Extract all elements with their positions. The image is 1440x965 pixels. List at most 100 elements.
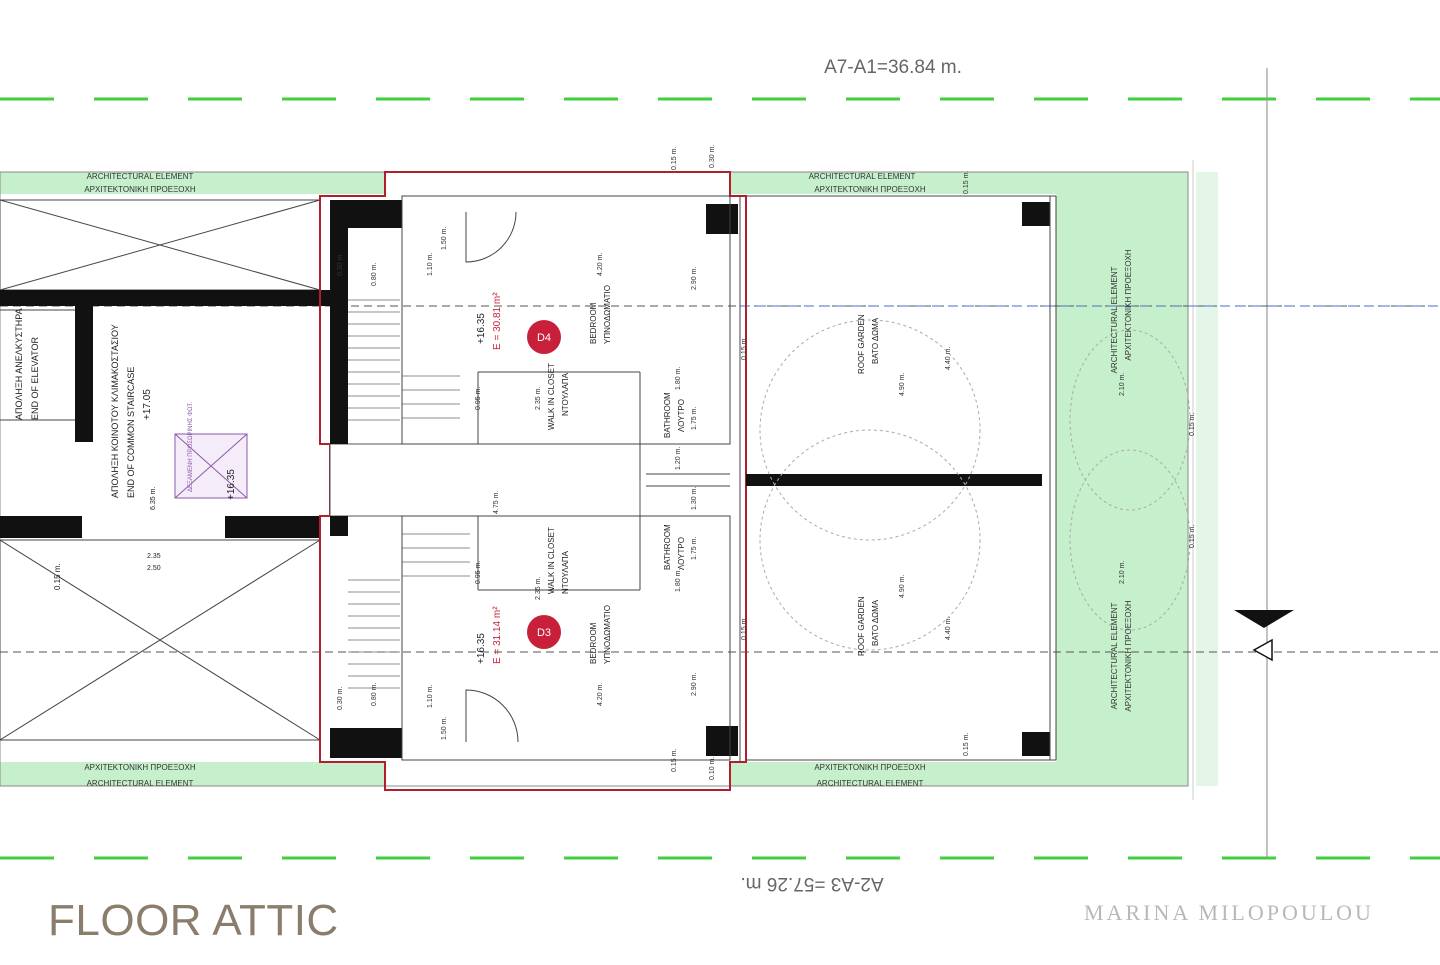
dim-110-b: 1.10 m. bbox=[427, 685, 434, 708]
dim-015-f: 0.15 m. bbox=[741, 617, 748, 640]
arch-element-labels: ARCHITECTURAL ELEMENT ΑΡΧΙΤΕΚΤΟΝΙΚΗ ΠΡΟΕ… bbox=[84, 172, 926, 788]
garden-top-gr: ΒΑΤΟ ΔΩΜΑ bbox=[871, 317, 880, 364]
dim-475: 4.75 m. bbox=[493, 491, 500, 514]
arch-element-side-labels: ARCHITECTURAL ELEMENT ΑΡΧΙΤΕΚΤΟΝΙΚΗ ΠΡΟΕ… bbox=[1110, 249, 1133, 712]
dim-130-a: 1.30 m. bbox=[691, 487, 698, 510]
garden-top-en: ROOF GARDEN bbox=[857, 314, 866, 374]
arch-en-bottom-left: ARCHITECTURAL ELEMENT bbox=[87, 779, 194, 788]
tank-cross-b bbox=[174, 433, 248, 499]
dim-290-b: 2.90 m. bbox=[691, 673, 698, 696]
stairs-lower bbox=[348, 533, 470, 689]
d3-bath-gr: ΛΟΥΤΡΟ bbox=[677, 537, 686, 570]
garden-bottom-gr: ΒΑΤΟ ΔΩΜΑ bbox=[871, 599, 880, 646]
roof-garden-circles bbox=[759, 319, 1191, 651]
dim-150-a: 1.50 m. bbox=[441, 227, 448, 250]
dim-095-a: 0.95 m. bbox=[475, 387, 482, 410]
dim-015-d: 0.15 m. bbox=[1189, 413, 1196, 436]
arch-gr-top-right: ΑΡΧΙΤΕΚΤΟΝΙΚΗ ΠΡΟΕΞΟΧΗ bbox=[814, 185, 926, 194]
dim-015-g: 0.15 m. bbox=[671, 749, 678, 772]
dim-440-b: 4.40 m. bbox=[945, 617, 952, 640]
dim-080-a: 0.80 m. bbox=[371, 263, 378, 286]
dim-210-b: 2.10 m. bbox=[1119, 561, 1126, 584]
dim-235-a: 2.35 m. bbox=[535, 387, 542, 410]
garden-bottom-en: ROOF GARDEN bbox=[857, 596, 866, 656]
arch-gr-top-left: ΑΡΧΙΤΕΚΤΟΝΙΚΗ ΠΡΟΕΞΟΧΗ bbox=[84, 185, 196, 194]
d4-tag-text: D4 bbox=[537, 332, 551, 344]
d4-closet-en: WALK IN CLOSET bbox=[547, 363, 556, 430]
d3-closet-en: WALK IN CLOSET bbox=[547, 527, 556, 594]
unit-walls bbox=[330, 200, 1050, 758]
units-outline bbox=[319, 171, 747, 791]
dim-290-a: 2.90 m. bbox=[691, 267, 698, 290]
dim-180-b: 1.80 m. bbox=[675, 569, 682, 592]
unit-tag-d3 bbox=[527, 615, 561, 649]
unit-d3-labels: D3 +16.35 E = 31.14 m² BEDROOM ΥΠΝΟΔΩΜΑΤ… bbox=[476, 524, 686, 664]
bottom-dimension: A2-A3 =57.26 m. bbox=[740, 873, 883, 894]
dimension-labels: 0.15 m. 0.30 m. 0.15 m. 1.50 m. 1.10 m. … bbox=[337, 145, 1196, 780]
staircase-en: END OF COMMON STAIRCASE bbox=[126, 367, 136, 498]
dim-030-c: 0.30 m. bbox=[337, 687, 344, 710]
d4-bedroom-gr: ΥΠΝΟΔΩΜΑΤΙΟ bbox=[603, 285, 612, 344]
arch-en-top-right: ARCHITECTURAL ELEMENT bbox=[809, 172, 916, 181]
dim-015-c: 0.15 m. bbox=[741, 337, 748, 360]
tank-label: ΔΕΞΑΜΕΝΗ ΠΡΟΣΩΡΙΝΗΣ ΦΩΤ. bbox=[188, 402, 194, 492]
dim-015-h: 0.15 m. bbox=[963, 733, 970, 756]
dim-250: 2.50 bbox=[147, 565, 161, 572]
dim-030-b: 0.30 m. bbox=[337, 253, 344, 276]
d3-area: E = 31.14 m² bbox=[492, 606, 503, 664]
dim-120-a: 1.20 m. bbox=[675, 447, 682, 470]
d3-bath-en: BATHROOM bbox=[663, 524, 672, 570]
dim-635: 6.35 m. bbox=[150, 487, 157, 510]
arch-gr-side-top: ΑΡΧΙΤΕΚΤΟΝΙΚΗ ΠΡΟΕΞΟΧΗ bbox=[1124, 249, 1133, 361]
elevator-en: END OF ELEVATOR bbox=[30, 336, 40, 420]
dim-030-a: 0.30 m. bbox=[709, 145, 716, 168]
dim-490-a: 4.90 m. bbox=[899, 373, 906, 396]
dim-110-a: 1.10 m. bbox=[427, 253, 434, 276]
dim-175-b: 1.75 m. bbox=[691, 537, 698, 560]
arch-gr-bottom-right: ΑΡΧΙΤΕΚΤΟΝΙΚΗ ΠΡΟΕΞΟΧΗ bbox=[814, 763, 926, 772]
d3-level: +16.35 bbox=[476, 633, 487, 664]
arch-en-side-bottom: ARCHITECTURAL ELEMENT bbox=[1110, 602, 1119, 709]
section-pointer-icon bbox=[1252, 638, 1273, 662]
dim-015-a: 0.15 m. bbox=[671, 147, 678, 170]
level-1635-core: +16.35 bbox=[226, 469, 237, 500]
arch-gr-bottom-left: ΑΡΧΙΤΕΚΤΟΝΙΚΗ ΠΡΟΕΞΟΧΗ bbox=[84, 763, 196, 772]
arch-en-side-top: ARCHITECTURAL ELEMENT bbox=[1110, 266, 1119, 373]
brand-watermark: MARINA MILOPOULOU bbox=[1084, 900, 1374, 925]
stairs-upper bbox=[348, 299, 460, 421]
dim-080-b: 0.80 m. bbox=[371, 683, 378, 706]
unit-d4-labels: D4 +16.35 E = 30.81 m² BEDROOM ΥΠΝΟΔΩΜΑΤ… bbox=[476, 285, 686, 438]
dim-015-b: 0.15 m. bbox=[963, 171, 970, 194]
dim-095-b: 0.95 m. bbox=[475, 561, 482, 584]
dim-440-a: 4.40 m. bbox=[945, 347, 952, 370]
d3-closet-gr: ΝΤΟΥΛΑΠΑ bbox=[561, 550, 570, 594]
elevator-gr: ΑΠΟΛΗΞΗ ΑΝΕΛΚΥΣΤΗΡΑ bbox=[14, 308, 24, 420]
left-core bbox=[0, 199, 321, 741]
section-arrow-icon bbox=[1234, 610, 1294, 628]
dim-210-a: 2.10 m. bbox=[1119, 373, 1126, 396]
d3-bedroom-gr: ΥΠΝΟΔΩΜΑΤΙΟ bbox=[603, 605, 612, 664]
dim-150-b: 1.50 m. bbox=[441, 717, 448, 740]
roof-garden-labels: ROOF GARDEN ΒΑΤΟ ΔΩΜΑ ROOF GARDEN ΒΑΤΟ Δ… bbox=[857, 314, 880, 656]
arch-gr-side-bottom: ΑΡΧΙΤΕΚΤΟΝΙΚΗ ΠΡΟΕΞΟΧΗ bbox=[1124, 600, 1133, 712]
dim-015-core: 0.15 m. bbox=[53, 563, 62, 590]
property-boundary bbox=[0, 97, 1440, 860]
d3-bedroom-en: BEDROOM bbox=[589, 622, 598, 664]
dim-420-b: 4.20 m. bbox=[597, 683, 604, 706]
d4-bath-gr: ΛΟΥΤΡΟ bbox=[677, 399, 686, 432]
d4-bedroom-en: BEDROOM bbox=[589, 302, 598, 344]
corridor bbox=[329, 443, 641, 517]
door-swings bbox=[465, 211, 519, 743]
architectural-element-bands bbox=[0, 172, 1218, 786]
dim-235b: 2.35 bbox=[147, 553, 161, 560]
unit-tag-d4 bbox=[527, 320, 561, 354]
staircase-gr: ΑΠΟΛΗΞΗ ΚΟΙΝΟΤΟΥ ΚΛΙΜΑΚΟΣΤΑΣΙΟΥ bbox=[110, 324, 120, 498]
d4-area: E = 30.81 m² bbox=[492, 292, 503, 350]
d4-level: +16.35 bbox=[476, 313, 487, 344]
left-core-walls bbox=[0, 290, 330, 538]
arch-en-bottom-right: ARCHITECTURAL ELEMENT bbox=[817, 779, 924, 788]
dim-015-e: 0.15 m. bbox=[1189, 525, 1196, 548]
dim-420-a: 4.20 m. bbox=[597, 253, 604, 276]
